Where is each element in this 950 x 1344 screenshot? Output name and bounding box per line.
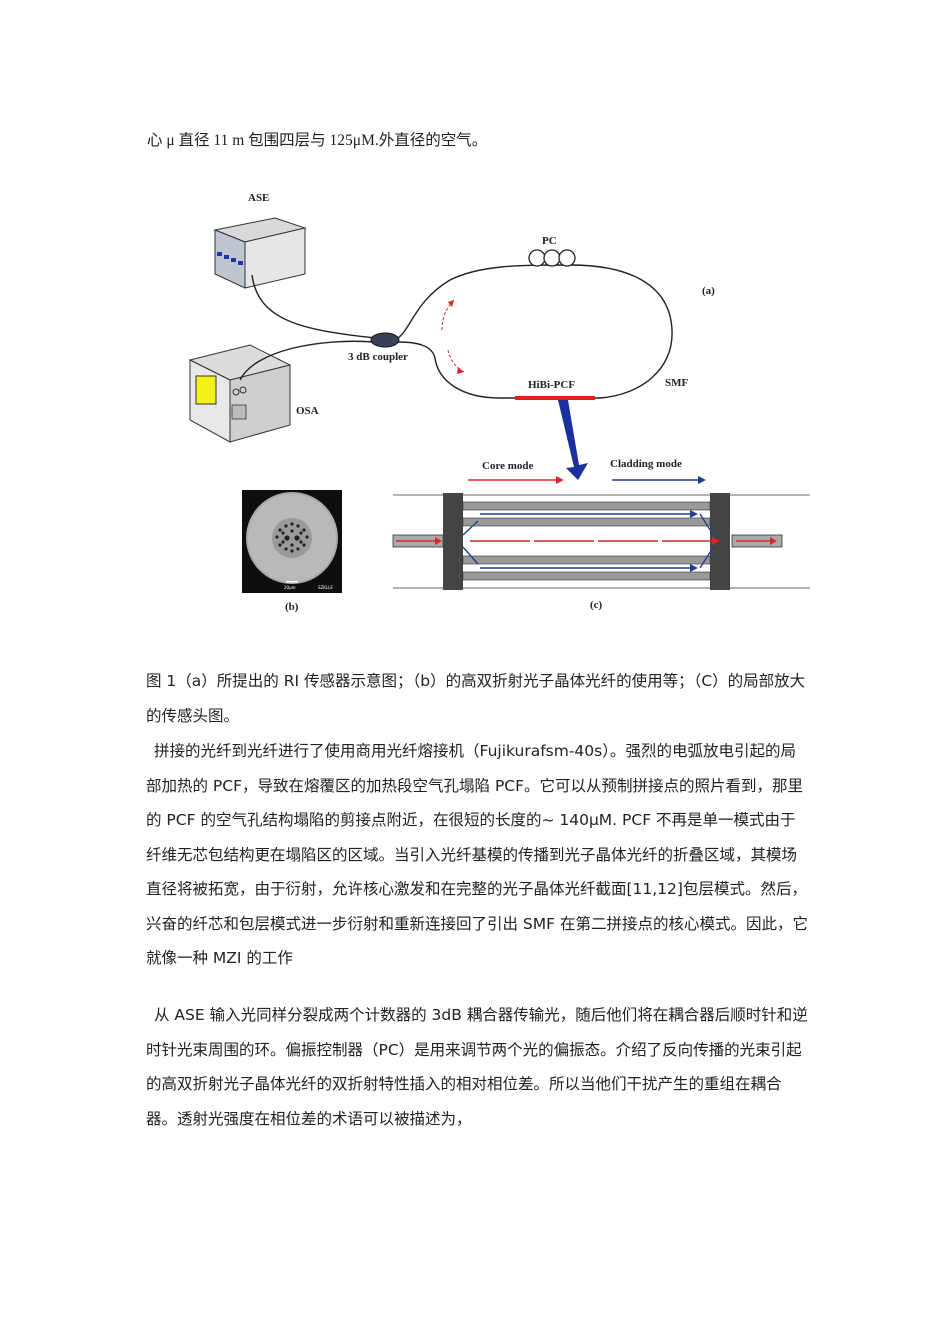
pcf-micrograph — [242, 490, 342, 593]
osa-label: OSA — [296, 405, 319, 417]
core-mode-arrow-head — [556, 476, 564, 484]
coupler-label: 3 dB coupler — [348, 351, 408, 363]
micro-tag-text: SZKLLE — [318, 585, 333, 590]
ccw-arrow — [447, 349, 465, 373]
zoom-arrow — [558, 400, 588, 480]
pc-label: PC — [542, 235, 557, 247]
panel-b-label: (b) — [285, 601, 299, 613]
polarization-controller — [528, 249, 576, 267]
ase-device — [213, 217, 307, 289]
sensor-figure: ASE OSA 3 dB coupler PC (a) HiBi-PCF SMF… — [188, 192, 810, 613]
smf-label: SMF — [665, 377, 689, 389]
cw-arrow-head — [448, 300, 454, 307]
osa-device — [188, 344, 292, 443]
paragraph-ase: 从 ASE 输入光同样分裂成两个计数器的 3dB 耦合器传输光，随后他们将在耦合… — [146, 1006, 808, 1128]
panel-a-label: (a) — [702, 285, 715, 297]
lower-cladding-head — [690, 564, 698, 572]
cladding-mode-label: Cladding mode — [610, 458, 682, 470]
paragraph-splicing: 拼接的光纤到光纤进行了使用商用光纤熔接机（Fujikurafsm-40s）。强烈… — [146, 742, 808, 967]
ase-label: ASE — [248, 192, 269, 204]
osa-fiber — [239, 340, 376, 381]
panel-c-label: (c) — [590, 599, 603, 611]
output-core-arrow-head — [770, 537, 777, 545]
cladding-recombine — [699, 513, 715, 569]
micro-scale-text: 20μm — [284, 585, 296, 590]
core-mode-label: Core mode — [482, 460, 534, 472]
hibi-pcf-label: HiBi-PCF — [528, 379, 575, 391]
coupler — [370, 332, 400, 348]
inner-core-arrow-head — [712, 537, 720, 545]
upper-cladding-head — [690, 510, 698, 518]
input-core-arrow-head — [435, 537, 442, 545]
ccw-arrow-head — [457, 367, 464, 374]
fiber-loop — [397, 264, 673, 399]
cladding-mode-arrow-head — [698, 476, 706, 484]
figure-caption: 图 1（a）所提出的 RI 传感器示意图；（b）的高双折射光子晶体光纤的使用等；… — [146, 672, 806, 725]
top-text-line: 心 μ 直径 11 m 包围四层与 125μM.外直径的空气。 — [147, 132, 488, 149]
ase-fiber — [251, 274, 376, 339]
cladding-split — [462, 520, 479, 565]
